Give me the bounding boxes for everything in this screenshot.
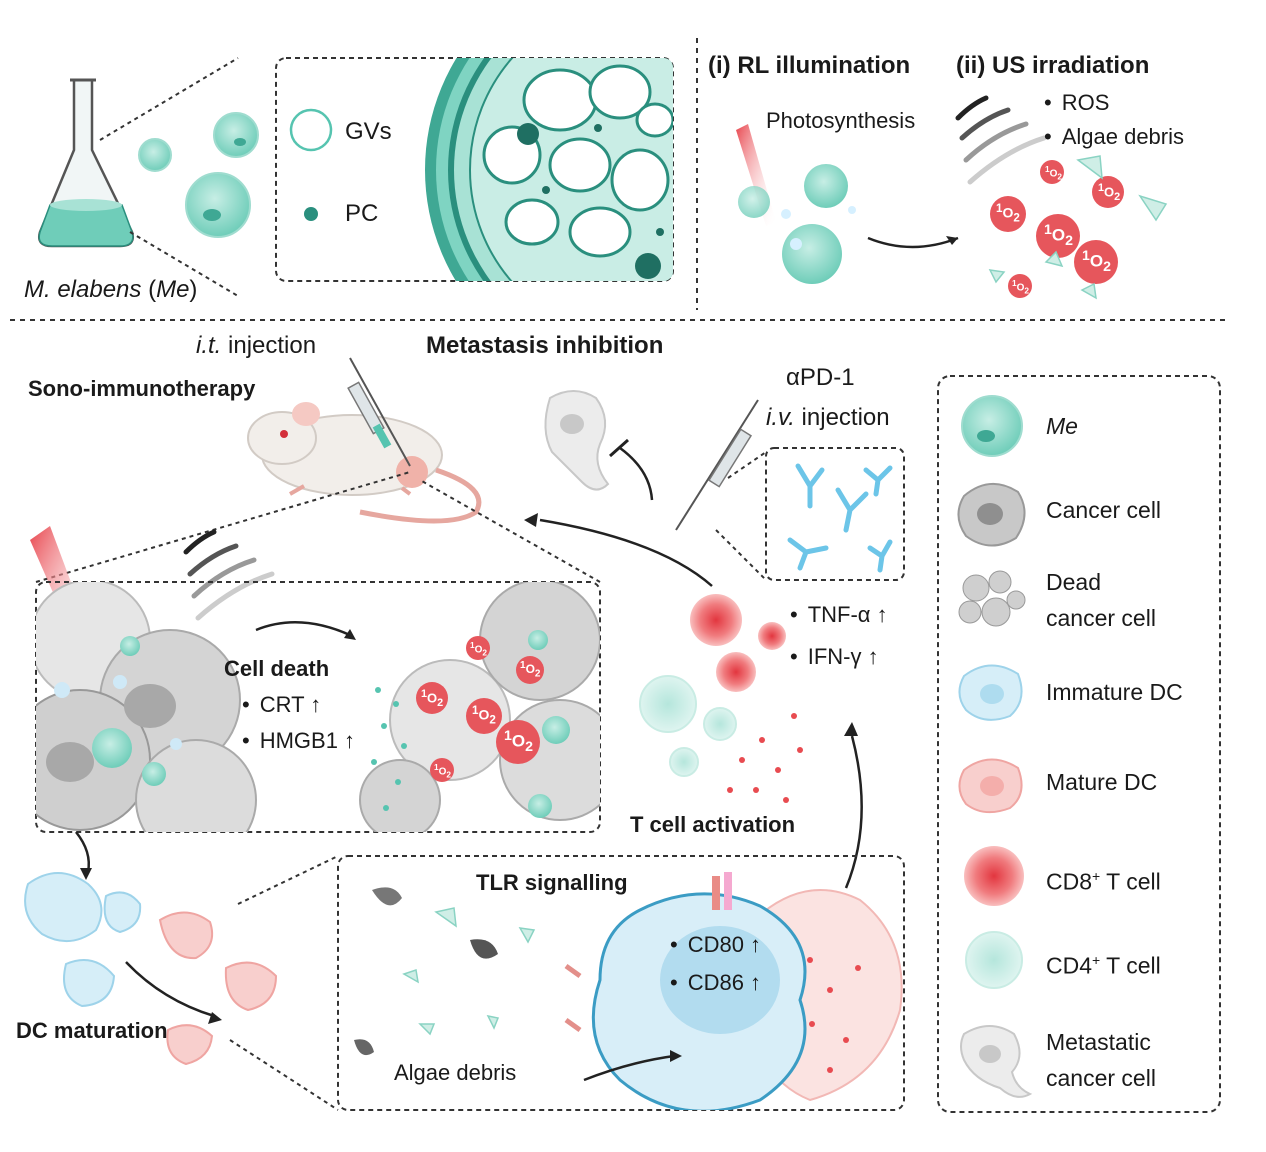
legend-icons [957,395,1033,1098]
singlet-oxygen-label: 1O2 [472,704,496,727]
cd8-t-cell-icon [964,846,1024,906]
algae-cross-section [425,58,673,281]
tlr-title: TLR signalling [476,870,628,895]
legend-box [937,375,1221,1113]
singlet-oxygen-label: 1O2 [1045,164,1063,182]
it-injection-label: i.t. injection [196,332,317,359]
marker-bullet: CD80 ↑ [670,932,761,958]
tumour-cells [36,582,600,832]
algae-cell-icon [961,395,1023,457]
iv-injection-label: i.v. injection [766,404,890,431]
flask-label: M. elabens (Me) [24,276,198,303]
t-cell-cluster [639,594,803,803]
metastatic-cell-icon [544,390,610,491]
ultrasound-wave-icon [955,95,1047,185]
legend-label: CD8+ T cell [1046,868,1161,895]
legend-label: Mature DC [1046,769,1158,795]
algae-cell-icon [738,164,856,284]
pc-label: PC [345,200,379,227]
cell-death-bullet: CRT ↑ [242,692,322,718]
gvs-label: GVs [345,118,392,145]
syringe-icon [675,399,759,531]
legend-label: Immature DC [1046,679,1183,705]
t-cell-activation-title: T cell activation [630,812,796,837]
tlr-box [337,855,905,1111]
flask-icon [38,78,134,248]
syringe-icon [347,357,411,467]
feedback-arrow [539,518,713,587]
singlet-oxygen-label: 1O2 [996,202,1020,225]
sono-title: Sono-immunotherapy [28,376,256,401]
algae-debris-label: Algae debris [394,1060,517,1085]
singlet-oxygen-label: 1O2 [470,640,488,658]
legend-label: CD4+ T cell [1046,952,1161,979]
gv-icon [289,108,333,152]
ultrasound-wave-icon [183,529,275,621]
antibody-icon [787,463,893,573]
us-bullet: ROS [1044,90,1110,116]
cytokine-bullet: TNF-α ↑ [790,602,888,628]
mature-dc-icon [958,758,1023,814]
singlet-oxygen-label: 1O2 [1082,248,1111,276]
mouse-icon [247,402,482,524]
immature-dc-icon [24,872,142,1008]
singlet-oxygen-label: 1O2 [434,762,452,780]
cytokine-bullet: IFN-γ ↑ [790,644,879,670]
photosynthesis-label: Photosynthesis [766,108,916,133]
singlet-oxygen-label: 1O2 [1044,222,1073,250]
metastasis-title: Metastasis inhibition [426,332,664,359]
activation-arrow [844,735,863,889]
dead-cancer-cell-icon [958,570,1026,627]
cd4-t-cell-icon [965,931,1023,989]
apd1-label: αPD-1 [786,364,855,391]
dc-process-arrow [125,961,215,1018]
cell-death-title: Cell death [224,656,330,681]
dc-maturation-title: DC maturation [16,1018,168,1043]
cell-death-bullet: HMGB1 ↑ [242,728,355,754]
antibody-box [765,447,905,581]
us-bullet: Algae debris [1044,124,1184,150]
debris-arrow [583,1054,675,1082]
mature-dc-icon [158,911,278,1066]
singlet-oxygen-label: 1O2 [421,688,444,709]
singlet-oxygen-label: 1O2 [504,728,533,756]
legend-label: Cancer cell [1046,497,1162,523]
inhibition-arrow [619,446,654,501]
cancer-cell-icon [957,483,1026,547]
singlet-oxygen-label: 1O2 [1012,278,1030,296]
legend-label: Me [1046,413,1078,439]
legend-label: Dead cancer cell [1046,569,1156,631]
metastatic-cell-icon [960,1025,1033,1098]
step-rl-label: (i) RL illumination [708,52,911,79]
legend-label: Metastatic cancer cell [1046,1029,1156,1091]
reaction-arrow [867,236,959,249]
marker-bullet: CD86 ↑ [670,970,761,996]
immature-dc-icon [958,664,1023,721]
process-arrow [255,621,353,638]
singlet-oxygen-cluster [988,155,1168,300]
singlet-oxygen-label: 1O2 [520,660,541,680]
pc-icon [304,207,318,221]
singlet-oxygen-label: 1O2 [1098,182,1121,203]
step-us-label: (ii) US irradiation [956,52,1150,79]
dc-process-arrow [75,831,90,873]
algae-cell-icon [138,112,259,238]
